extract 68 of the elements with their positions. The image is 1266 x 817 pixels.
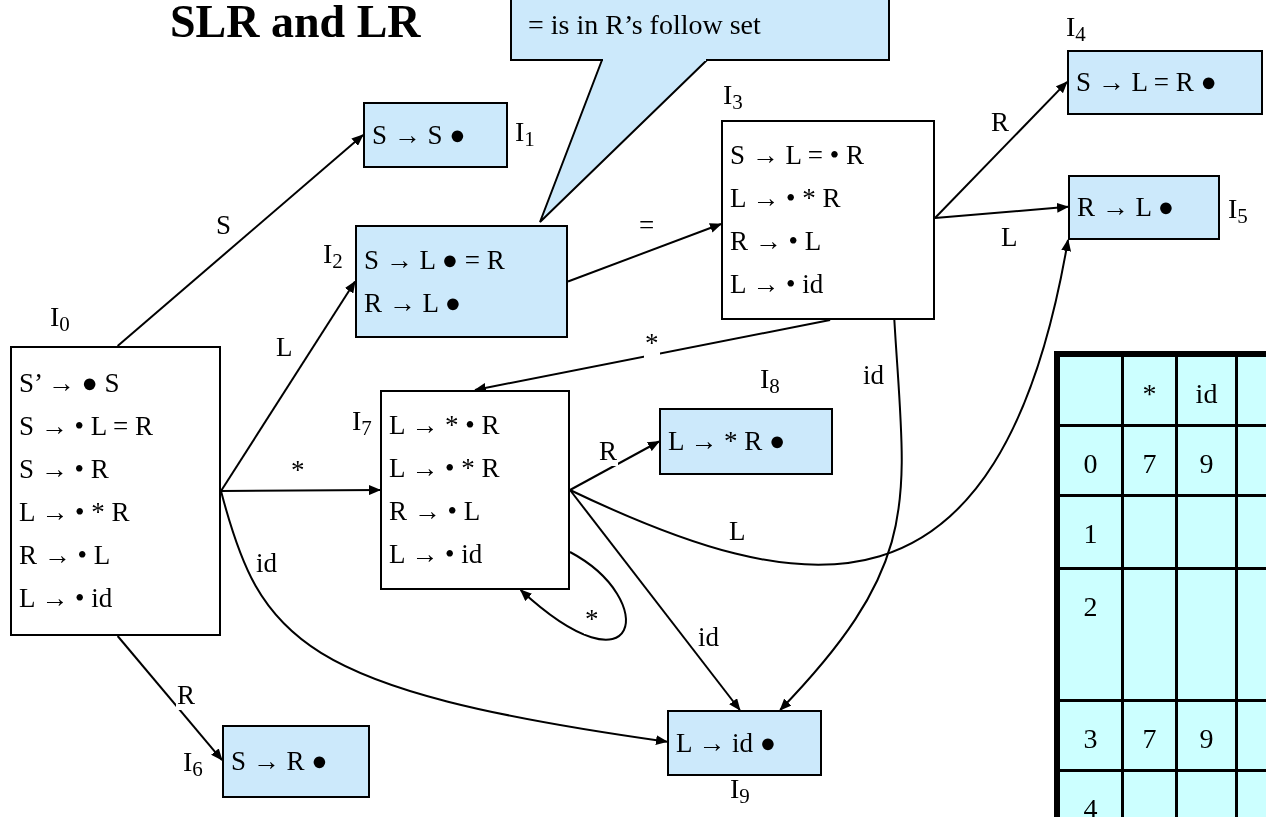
callout-text: = is in R’s follow set <box>528 8 762 42</box>
item-set-box <box>667 710 822 776</box>
production-text: S → • L = R <box>19 410 154 443</box>
item-set-box <box>380 390 570 590</box>
production-text: L → • id <box>730 268 825 301</box>
transition-arrow <box>569 489 741 711</box>
item-set-box <box>659 408 833 475</box>
table-cell: * <box>1124 357 1175 424</box>
title: SLR and LR <box>170 0 421 48</box>
transition-arrow <box>220 280 356 492</box>
production-text: L → • id <box>19 582 114 615</box>
production-text: S → L = • R <box>730 139 865 172</box>
production-text: R → • L <box>389 495 482 528</box>
state-label: I$_{7}$ <box>352 404 372 438</box>
transition-arrow <box>569 239 1071 566</box>
production-text: R → L ● <box>364 286 463 320</box>
callout-box <box>510 0 890 61</box>
table-cell: 7 <box>1124 702 1175 769</box>
state-label: I$_{2}$ <box>323 237 343 271</box>
item-set-box <box>10 346 221 636</box>
transition-arrow <box>116 134 364 347</box>
table-cell: 9 <box>1178 702 1235 769</box>
transition-arrow <box>519 551 627 641</box>
item-set-box <box>1068 175 1220 240</box>
state-label: I$_{6}$ <box>183 745 203 779</box>
transition-arrow <box>934 80 1068 219</box>
production-text: L → * • R <box>389 409 501 442</box>
table-cell: 2 <box>1060 570 1121 699</box>
production-text: S → L ● = R <box>364 243 506 277</box>
production-text: L → * R ● <box>668 425 787 458</box>
transition-arrow <box>474 319 832 393</box>
table-cell: 7 <box>1124 427 1175 494</box>
item-set-box <box>355 225 568 338</box>
production-text: R → • L <box>730 225 823 258</box>
production-text: L → • * R <box>730 182 842 215</box>
production-text: R → • L <box>19 539 112 572</box>
table-cell: 3 <box>1060 702 1121 769</box>
production-text: L → • * R <box>19 496 131 529</box>
item-set-box <box>222 725 370 798</box>
table-cell: 0 <box>1060 427 1121 494</box>
item-set-box <box>721 120 935 320</box>
production-text: L → • * R <box>389 452 501 485</box>
state-label: I$_{4}$ <box>1066 10 1086 44</box>
production-text: S → L = R ● <box>1076 66 1218 99</box>
production-text: R → L ● <box>1077 191 1176 224</box>
state-label: I$_{3}$ <box>723 78 743 112</box>
production-text: L → id ● <box>676 726 778 760</box>
production-text: L → • id <box>389 538 484 571</box>
state-label: I$_{5}$ <box>1228 192 1248 226</box>
production-text: S → S ● <box>372 118 467 152</box>
table-cell: 9 <box>1178 427 1235 494</box>
transition-arrow <box>567 223 722 283</box>
state-label: I$_{9}$ <box>730 772 750 806</box>
item-set-box <box>1067 50 1263 115</box>
state-label: I$_{0}$ <box>50 300 70 334</box>
transition-arrow <box>220 485 381 496</box>
state-label: I$_{1}$ <box>515 115 535 149</box>
transition-arrow <box>116 635 223 762</box>
transition-arrow <box>779 319 903 711</box>
production-text: S’ → ● S <box>19 367 121 400</box>
table-cell: 1 <box>1060 497 1121 567</box>
state-label: I$_{8}$ <box>760 362 780 396</box>
production-text: S → • R <box>19 453 110 486</box>
production-text: S → R ● <box>231 745 329 778</box>
item-set-box <box>363 102 508 168</box>
transition-arrow <box>569 440 660 491</box>
transition-arrow <box>934 202 1069 219</box>
table-cell: id <box>1178 357 1235 424</box>
